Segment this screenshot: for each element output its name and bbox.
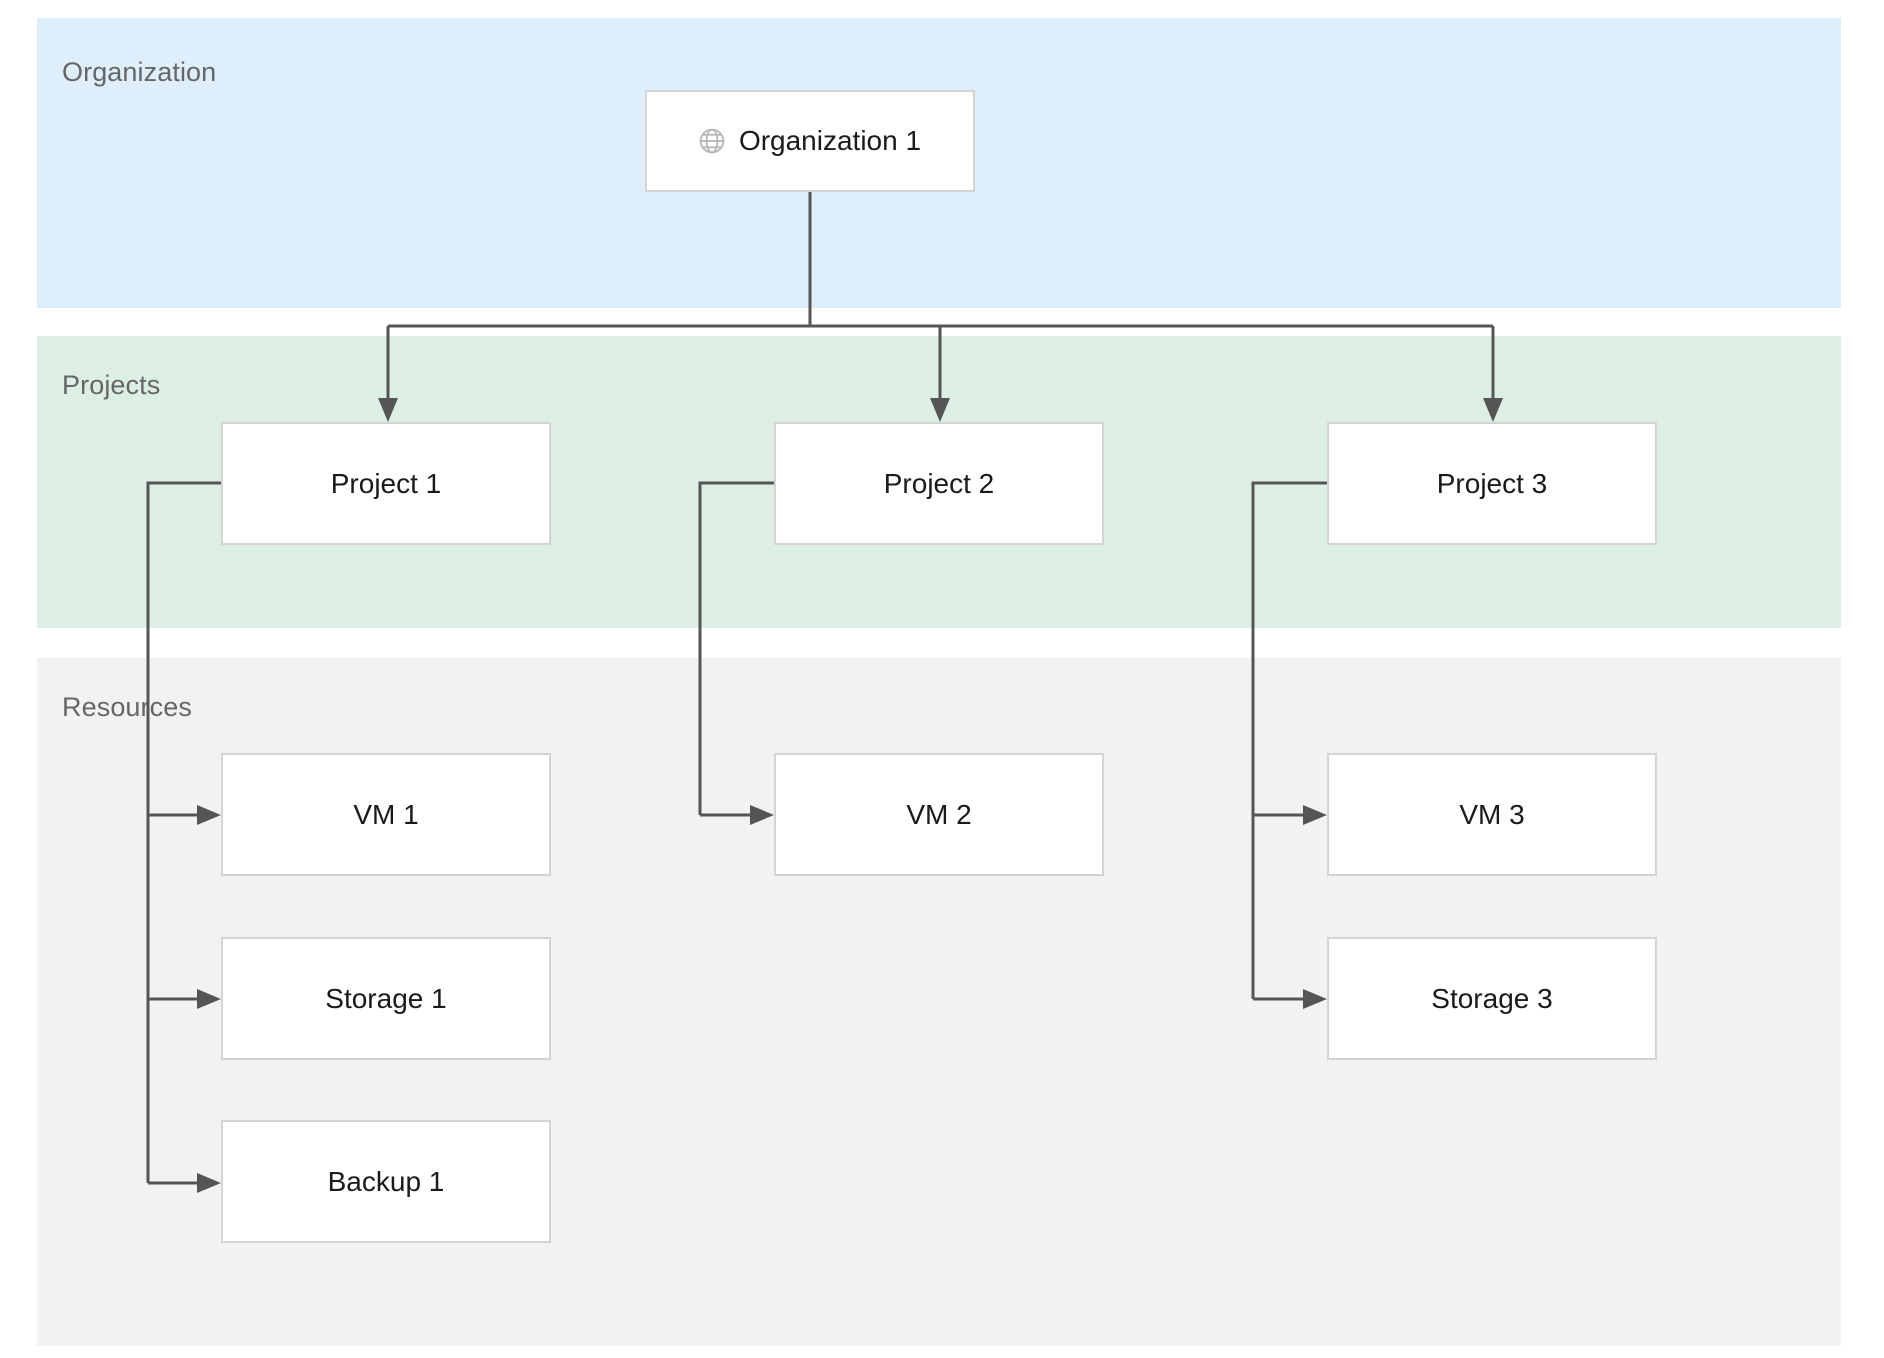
- node-label-project-2: Project 2: [883, 467, 995, 499]
- node-backup-1[interactable]: Backup 1: [221, 1120, 551, 1243]
- node-label-vm-2: VM 2: [906, 798, 972, 830]
- node-label-storage-1: Storage 1: [325, 982, 447, 1014]
- band-label-resources: Resources: [62, 692, 192, 722]
- node-organization-1[interactable]: Organization 1: [645, 90, 975, 192]
- node-label-project-1: Project 1: [330, 467, 442, 499]
- node-project-3[interactable]: Project 3: [1327, 422, 1657, 545]
- globe-icon: [699, 128, 725, 154]
- node-storage-1[interactable]: Storage 1: [221, 937, 551, 1060]
- node-vm-3[interactable]: VM 3: [1327, 753, 1657, 876]
- node-label-backup-1: Backup 1: [327, 1165, 445, 1197]
- node-label-organization-1: Organization 1: [738, 125, 922, 156]
- node-storage-3[interactable]: Storage 3: [1327, 937, 1657, 1060]
- node-project-1[interactable]: Project 1: [221, 422, 551, 545]
- node-label-vm-3: VM 3: [1459, 798, 1525, 830]
- node-project-2[interactable]: Project 2: [774, 422, 1104, 545]
- node-label-project-3: Project 3: [1436, 467, 1548, 499]
- node-vm-1[interactable]: VM 1: [221, 753, 551, 876]
- band-label-projects: Projects: [62, 370, 161, 400]
- node-label-storage-3: Storage 3: [1431, 982, 1553, 1014]
- node-label-vm-1: VM 1: [353, 798, 419, 830]
- node-vm-2[interactable]: VM 2: [774, 753, 1104, 876]
- band-label-organization: Organization: [62, 57, 217, 87]
